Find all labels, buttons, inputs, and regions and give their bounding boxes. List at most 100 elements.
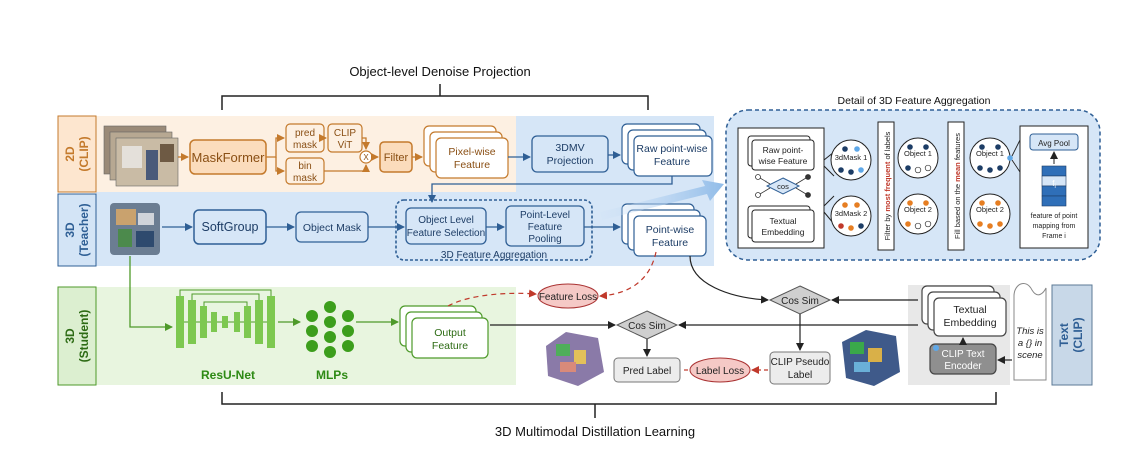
bin-mask-label-2: mask: [293, 173, 318, 184]
multiply-operator-label: X: [363, 153, 369, 162]
text-row-label-box: [1051, 284, 1093, 386]
output-label-1: Output: [434, 327, 466, 339]
bin-mask-label-1: bin: [298, 161, 311, 172]
projection-label-1: 3DMV: [555, 142, 584, 154]
detail-object1b-label: Object 1: [976, 149, 1004, 158]
student-row-label-box: [57, 286, 97, 386]
clip-vit-label-2: ViT: [338, 140, 353, 151]
fill-strip-label-part-1: Fill based on the: [953, 182, 962, 239]
filter-strip-label-part-3: of labels: [883, 131, 892, 161]
pred-label-text: Pred Label: [623, 366, 671, 377]
clip-pseudo-box: [769, 351, 831, 385]
top-brace: [221, 84, 649, 110]
detail-object1b-points: [977, 144, 1013, 173]
object-selection-box: [405, 207, 487, 245]
top-title: Object-level Denoise Projection: [349, 64, 530, 79]
filter-strip: [877, 121, 895, 251]
detail-title: Detail of 3D Feature Aggregation: [838, 95, 991, 107]
teacher-row-label-1: 3D: [63, 222, 77, 238]
clip-text-encoder-label-2: Encoder: [944, 361, 982, 372]
filter-strip-label: Filter by most frequent of labels: [883, 131, 892, 240]
textual-embedding-label-1: Textual: [953, 304, 986, 316]
fill-strip: [947, 121, 965, 251]
text-row-label-2: (CLIP): [1071, 317, 1085, 352]
teacher-point-cloud: [110, 203, 160, 255]
fi-sub: i: [1054, 184, 1055, 190]
detail-object2b-points: [977, 200, 1003, 229]
raw-point-feature-stack: [621, 123, 713, 177]
teacher-row-label-box: [57, 193, 97, 267]
detail-object2-points: [905, 200, 932, 230]
point-wise-feature-stack: [621, 203, 707, 257]
student-arrows: [129, 256, 399, 331]
prompt-line-2: a {} in: [1018, 338, 1042, 349]
clip2d-arrows: [178, 134, 673, 203]
detail-pointer-arrow: [600, 180, 724, 220]
detail-raw-feature-stack: [747, 135, 815, 171]
image-frames-stack: [103, 125, 179, 187]
feature-loss-label: Feature Loss: [539, 292, 597, 303]
detail-object1-label: Object 1: [904, 149, 932, 158]
detail-object2-label: Object 2: [904, 205, 932, 214]
similarity-arrows: [490, 255, 918, 357]
softgroup-label: SoftGroup: [202, 220, 259, 234]
clip-vit-label-1: CLIP: [334, 128, 357, 139]
pixel-wise-label-1: Pixel-wise: [448, 146, 495, 158]
fill-strip-label-part-3: features: [953, 133, 962, 162]
feature-vector-stack: [1041, 165, 1067, 207]
textual-embedding-stack: [921, 285, 1007, 337]
mlps-label: MLPs: [316, 368, 348, 382]
detail-object1-points: [905, 144, 932, 174]
pred-label-box: [613, 357, 681, 383]
label-loss-ellipse: [689, 357, 751, 383]
feature-loss-ellipse: [537, 283, 599, 309]
clip2d-row-label-2: (CLIP): [77, 136, 91, 171]
resunet-block: [176, 289, 275, 348]
output-label-2: Feature: [432, 340, 468, 352]
prompt-paper: [1013, 282, 1047, 381]
point-wise-label-1: Point-wise: [646, 224, 695, 236]
encoder-dot-icon: [933, 345, 939, 351]
pixel-wise-label-2: Feature: [454, 159, 490, 171]
textual-embedding-label-2: Embedding: [943, 317, 996, 329]
prompt-line-1: This is: [1016, 326, 1044, 337]
student-row-label-1: 3D: [63, 328, 77, 344]
fi-main: f: [1052, 179, 1055, 188]
pseudo-scene-thumbnail: [842, 330, 900, 386]
point-wise-label-2: Feature: [652, 237, 688, 249]
clip-text-encoder-label-1: CLIP Text: [942, 349, 985, 360]
pred-mask-label-1: pred: [295, 128, 315, 139]
detail-textual-label-2: Embedding: [761, 227, 804, 237]
bottom-brace: [221, 392, 997, 418]
detail-object2b-label: Object 2: [976, 205, 1004, 214]
teacher-row-label-2: (Teacher): [77, 203, 91, 256]
fill-strip-label: Fill based on the mean features: [953, 133, 962, 239]
detail-cos-label: cos: [777, 182, 789, 191]
detail-mask2-label: 3dMask 2: [835, 209, 868, 218]
object-selection-label-1: Object Level: [418, 215, 474, 226]
detail-cos-diamond: [765, 177, 801, 195]
clip-pseudo-label-2: Label: [788, 370, 812, 381]
aggregation-group: [395, 199, 593, 261]
clip2d-row-label-1: 2D: [63, 146, 77, 162]
mlp-nodes: [306, 301, 354, 358]
output-feature-stack: [399, 305, 489, 359]
detail-textual-label-1: Textual: [770, 216, 797, 226]
detail-mask2-points: [838, 202, 864, 231]
avg-pool-box: [1029, 133, 1079, 151]
label-loss-label: Label Loss: [696, 366, 744, 377]
detail-mask1-label: 3dMask 1: [835, 153, 868, 162]
prompt-line-3: scene: [1017, 350, 1042, 361]
detail-raw-label-1: Raw point-: [763, 145, 804, 155]
projection-label-2: Projection: [547, 155, 594, 167]
fi-label: fi: [1052, 179, 1056, 190]
cos-sim-bottom-label: Cos Sim: [628, 321, 666, 332]
filter-strip-label-part-2: most frequent: [883, 161, 892, 212]
pixel-wise-feature-stack: [423, 125, 509, 179]
object-selection-label-2: Feature Selection: [407, 228, 485, 239]
bottom-title: 3D Multimodal Distillation Learning: [495, 424, 695, 439]
output-to-feature-loss: [447, 289, 537, 307]
teacher-band: [96, 192, 714, 266]
clip-pseudo-label-1: CLIP Pseudo: [771, 357, 830, 368]
